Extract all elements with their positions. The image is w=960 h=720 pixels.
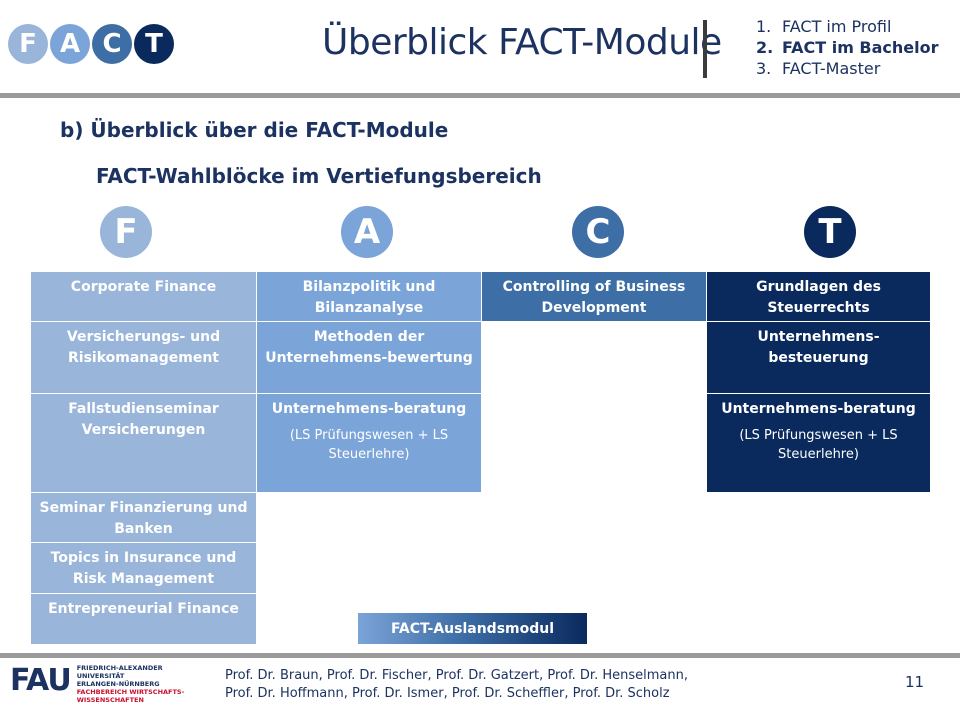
module-cell-f: Fallstudienseminar Versicherungen (31, 394, 257, 493)
fau-mark: FAU (10, 663, 72, 698)
table-of-contents: 1. FACT im Profil 2. FACT im Bachelor 3. FA… (756, 16, 939, 79)
fau-line: FRIEDRICH-ALEXANDER (76, 664, 163, 672)
toc-item[interactable]: 3. FACT-Master (756, 58, 939, 79)
toc-label: FACT-Master (782, 59, 881, 78)
title-divider (703, 20, 707, 78)
page-number: 11 (905, 673, 925, 691)
module-title: Unternehmens-beratung (721, 401, 916, 417)
toc-label: FACT im Bachelor (782, 38, 939, 57)
fact-logo: F A C T (8, 24, 174, 64)
authors-line: Prof. Dr. Hoffmann, Prof. Dr. Ismer, Pro… (225, 686, 670, 701)
toc-number: 3. (756, 59, 772, 78)
fau-logo: FAU FRIEDRICH-ALEXANDER UNIVERSITÄT ERLA… (10, 663, 185, 705)
module-note: (LS Prüfungswesen + LS Steuerlehre) (289, 428, 449, 462)
sub-heading: FACT-Wahlblöcke im Vertiefungsbereich (96, 164, 542, 188)
fau-wordmark: FRIEDRICH-ALEXANDER UNIVERSITÄT ERLANGEN… (77, 664, 185, 704)
toc-label: FACT im Profil (782, 17, 892, 36)
column-circle-c: C (572, 206, 624, 258)
column-circle-t: T (804, 206, 856, 258)
module-note: (LS Prüfungswesen + LS Steuerlehre) (739, 428, 898, 462)
fau-faculty-line: WISSENSCHAFTEN (76, 696, 144, 704)
module-cell-a: Methoden der Unternehmens-bewertung (257, 322, 482, 394)
toc-item[interactable]: 1. FACT im Profil (756, 16, 939, 37)
page-title: Überblick FACT-Module (322, 22, 722, 63)
module-cell-t: Grundlagen des Steuerrechts (707, 272, 931, 322)
toc-number: 2. (756, 38, 774, 57)
module-cell-t: Unternehmens-beratung (LS Prüfungswesen … (707, 394, 931, 493)
module-cell-f: Topics in Insurance und Risk Management (31, 543, 257, 594)
toc-number: 1. (756, 17, 772, 36)
logo-letter-f: F (8, 24, 48, 64)
footer-divider (0, 653, 960, 658)
fau-line: ERLANGEN-NÜRNBERG (76, 680, 160, 688)
toc-item-active[interactable]: 2. FACT im Bachelor (756, 37, 939, 58)
module-cell-a: Unternehmens-beratung (LS Prüfungswesen … (257, 394, 482, 493)
section-heading: b) Überblick über die FACT-Module (60, 118, 449, 142)
module-cell-f: Versicherungs- und Risikomanagement (31, 322, 257, 394)
column-circle-f: F (100, 206, 152, 258)
module-cell-f: Corporate Finance (31, 272, 257, 322)
fau-faculty-line: FACHBEREICH WIRTSCHAFTS- (76, 688, 185, 696)
header-divider (0, 93, 960, 98)
logo-letter-c: C (92, 24, 132, 64)
logo-letter-t: T (134, 24, 174, 64)
module-cell-f: Entrepreneurial Finance (31, 594, 257, 645)
module-cell-a: Bilanzpolitik und Bilanzanalyse (257, 272, 482, 322)
module-cell-t: Unternehmens-besteuerung (707, 322, 931, 394)
fau-line: UNIVERSITÄT (76, 672, 125, 680)
footer-authors: Prof. Dr. Braun, Prof. Dr. Fischer, Prof… (225, 667, 688, 703)
authors-line: Prof. Dr. Braun, Prof. Dr. Fischer, Prof… (225, 668, 688, 683)
module-cell-f: Seminar Finanzierung und Banken (31, 493, 257, 543)
logo-letter-a: A (50, 24, 90, 64)
column-circle-a: A (341, 206, 393, 258)
module-title: Unternehmens-beratung (271, 401, 467, 417)
module-cell-c: Controlling of Business Development (482, 272, 707, 322)
auslandsmodul-bar: FACT-Auslandsmodul (358, 613, 587, 644)
